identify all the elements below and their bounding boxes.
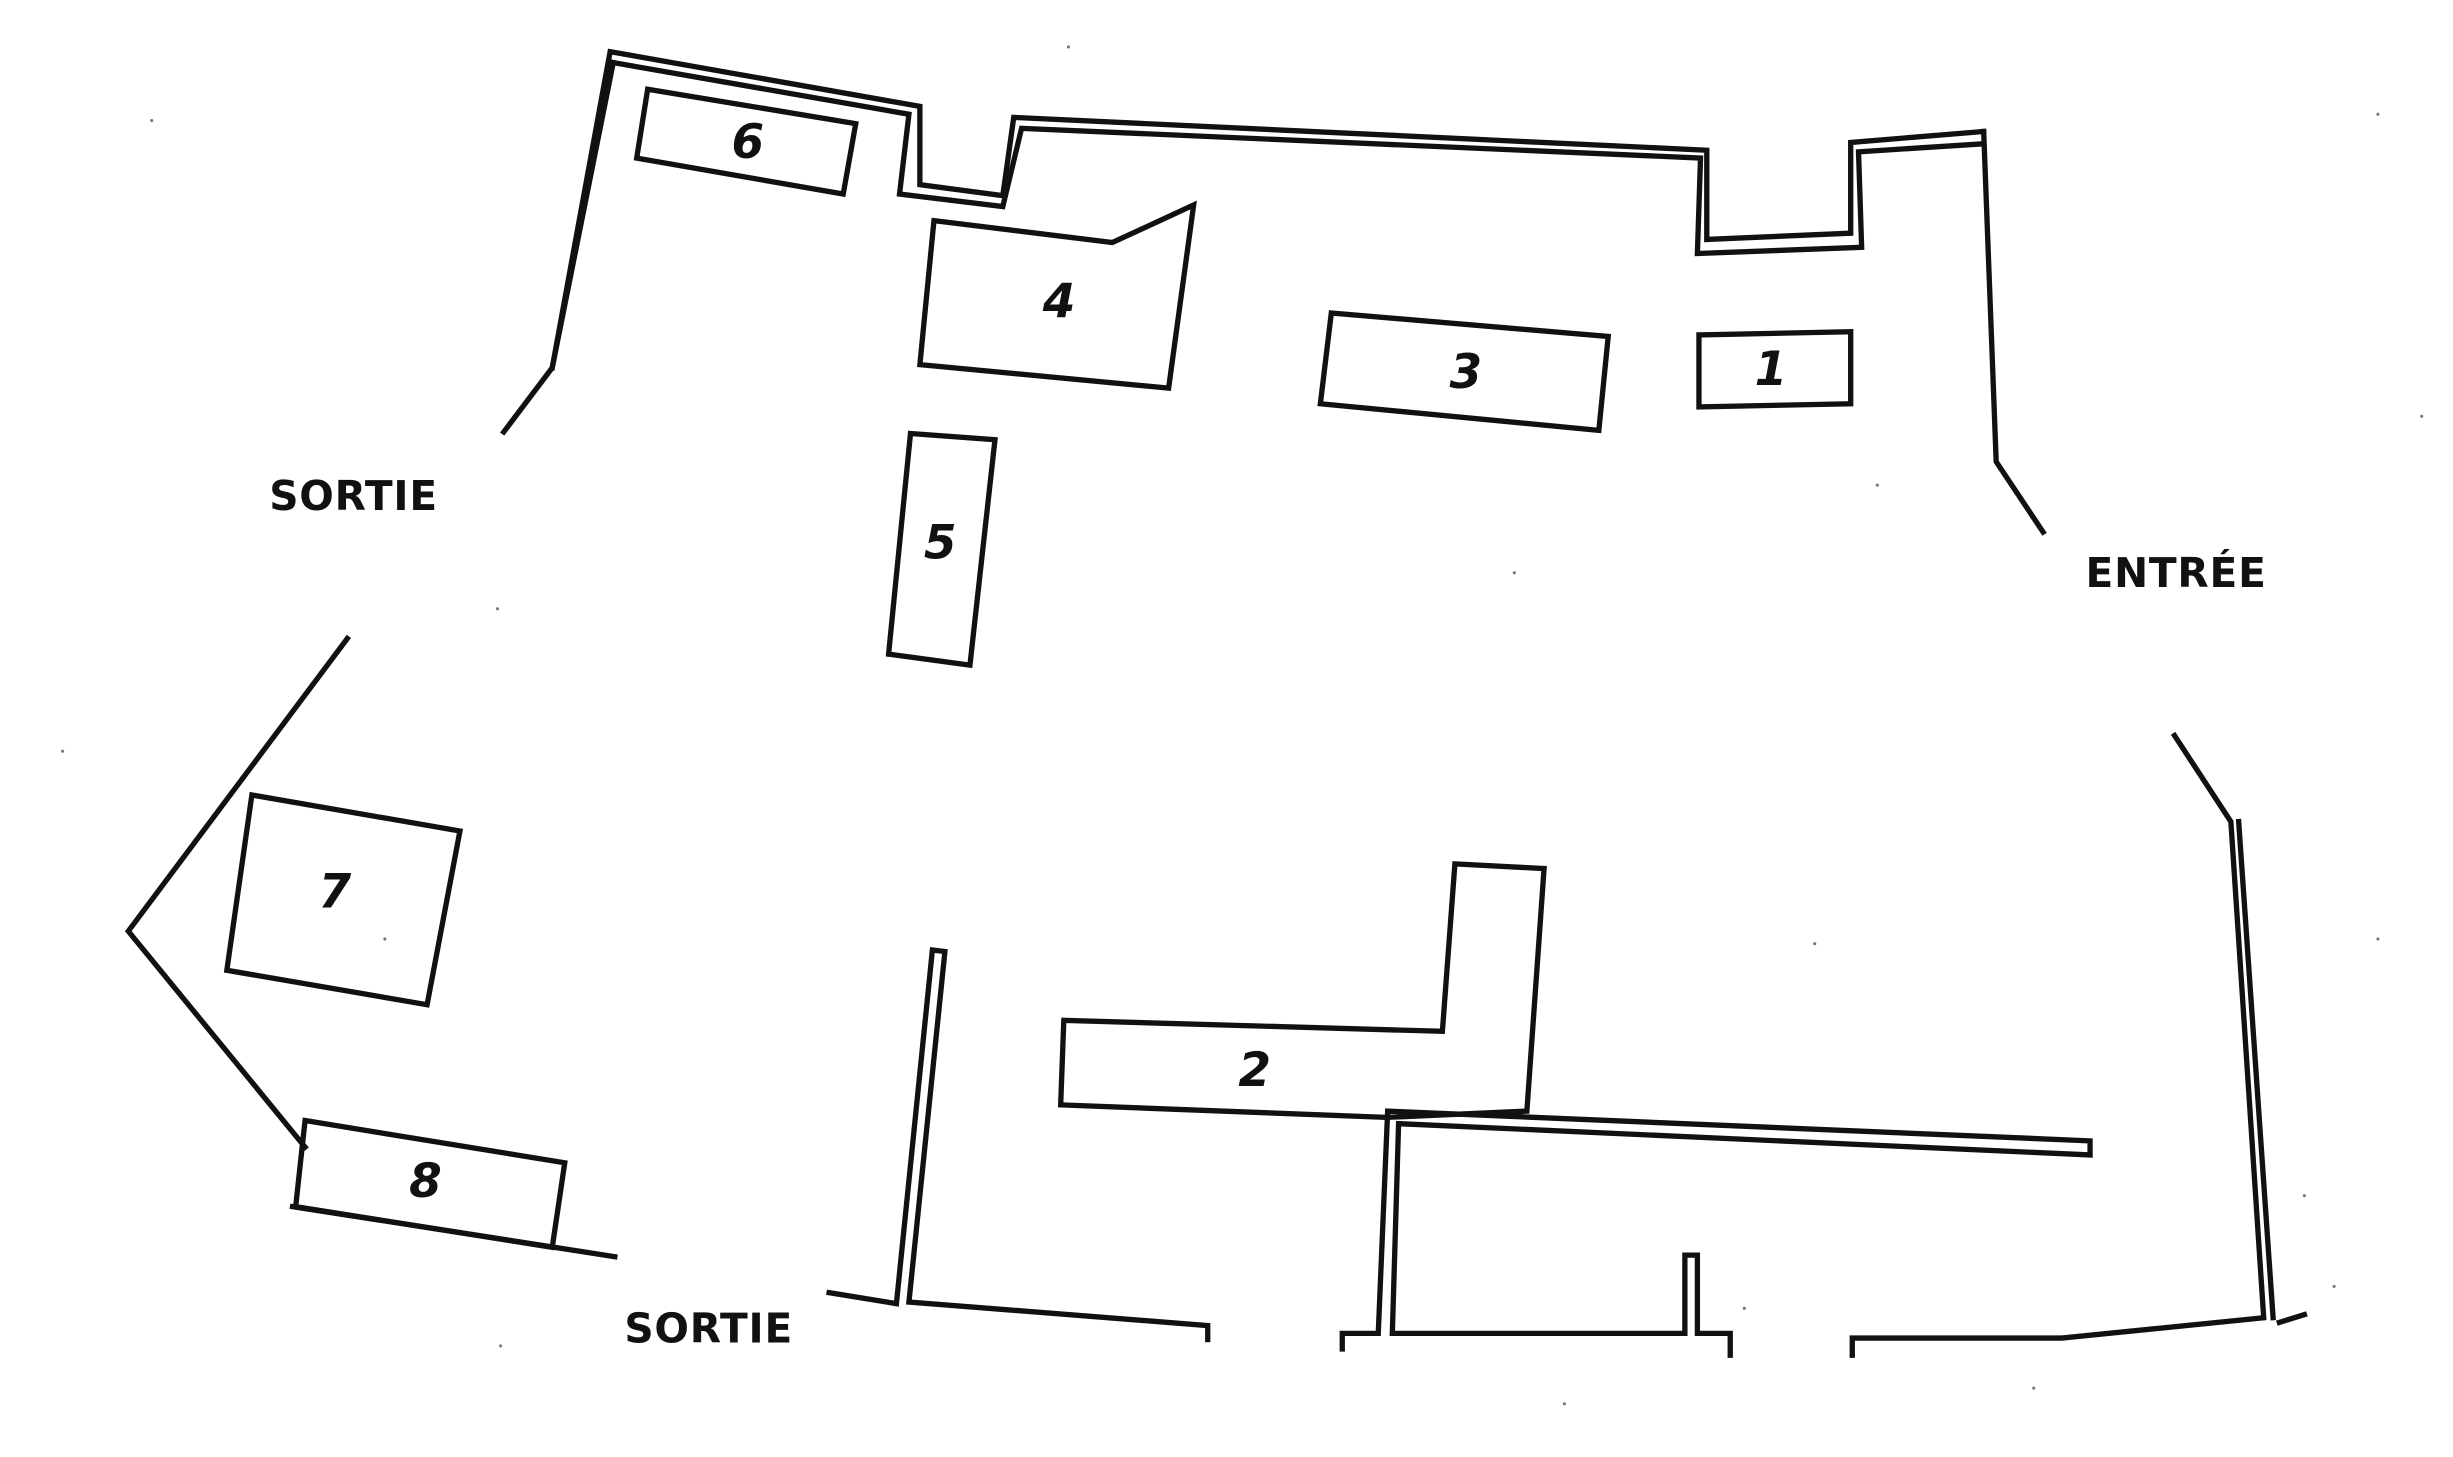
stand-4-label: 4 — [1042, 275, 1076, 330]
stand-7 — [223, 791, 464, 1008]
right-wall-lower-inner — [2235, 818, 2276, 1321]
stand-2-label: 2 — [1238, 1043, 1271, 1098]
right-wall-lower — [1849, 731, 2267, 1358]
stand-3 — [1317, 310, 1612, 434]
stand-1-label: 1 — [1755, 342, 1788, 397]
left-wall-upper — [500, 59, 617, 436]
exit-left-label: SORTIE — [269, 472, 438, 520]
stand-6 — [633, 86, 859, 198]
walls — [124, 48, 2308, 1358]
inner-room-walls — [1339, 1108, 2093, 1358]
stand-4 — [916, 200, 1197, 392]
top-wall-inner — [610, 59, 1984, 257]
stand-5-label: 5 — [924, 516, 957, 571]
stand-5 — [885, 430, 998, 669]
stand-8-label: 8 — [409, 1154, 442, 1209]
left-wall-lower — [124, 634, 352, 1151]
stand-1 — [1696, 329, 1854, 410]
stand-7-label: 7 — [318, 865, 351, 920]
right-corner-tick — [2276, 1311, 2308, 1326]
stands — [223, 86, 1854, 1251]
scan-specks — [61, 45, 2424, 1406]
stand-8 — [292, 1117, 568, 1251]
stand-3-label: 3 — [1450, 345, 1483, 400]
right-wall-upper — [1980, 128, 2047, 536]
bottom-partition-left — [826, 946, 1211, 1343]
stand-numbers: 6 4 3 1 5 7 8 2 — [318, 115, 1787, 1209]
stand-2 — [1057, 861, 1547, 1121]
top-wall-outer — [549, 48, 1987, 371]
signs: SORTIE SORTIE ENTRÉE — [269, 472, 2266, 1353]
exit-bottom-label: SORTIE — [624, 1305, 793, 1353]
stand-6-label: 6 — [731, 115, 764, 170]
entrance-label: ENTRÉE — [2086, 549, 2267, 597]
